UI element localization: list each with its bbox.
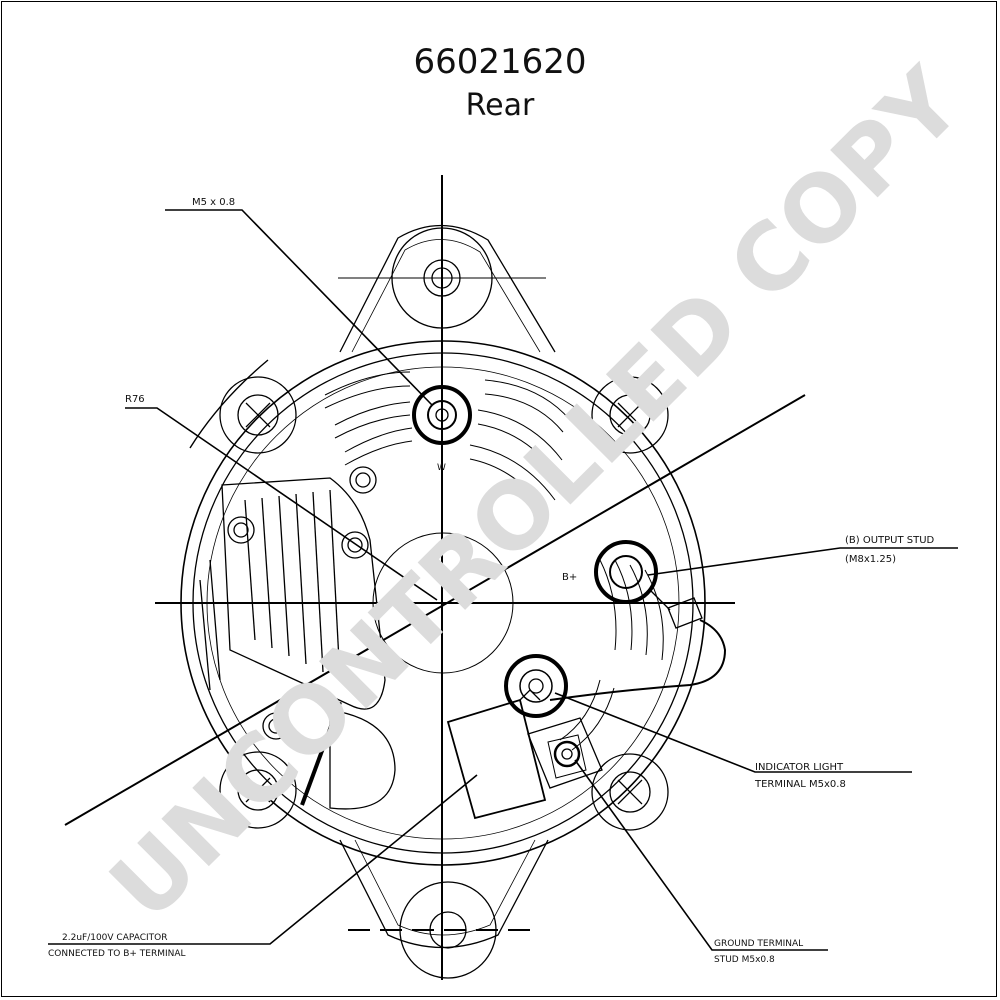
w-terminal-label: W (437, 463, 446, 473)
watermark: UNCONTROLLED COPY (90, 48, 983, 941)
indicator-light-terminal[interactable] (504, 654, 568, 718)
indicator-wire (549, 589, 727, 701)
capacitor-label: 2.2uF/100V CAPACITOR (62, 933, 168, 943)
mount-thread-label: M5 x 0.8 (192, 197, 235, 208)
output-stud-label: (B) OUTPUT STUD (845, 535, 935, 546)
indicator-terminal-label: INDICATOR LIGHT (755, 762, 844, 773)
capacitor-connection-label: CONNECTED TO B+ TERMINAL (48, 949, 186, 959)
part-number: 66021620 (413, 42, 587, 82)
mounting-lug-top-right (591, 376, 669, 454)
brush-holder (300, 701, 396, 810)
radius-label: R76 (125, 394, 145, 405)
leader-lines (48, 209, 958, 951)
ground-terminal-thread-label: STUD M5x0.8 (714, 955, 775, 965)
top-mounting-ear (339, 224, 556, 353)
radius-arc (189, 359, 269, 449)
center-lines (64, 175, 806, 980)
regulator-heatsink (199, 477, 386, 710)
mounting-lug-bottom-left (219, 751, 297, 829)
view-name: Rear (465, 88, 535, 123)
ground-terminal[interactable] (527, 717, 603, 789)
output-stud-thread-label: (M8x1.25) (845, 554, 896, 565)
regulator-screws (227, 466, 377, 740)
indicator-terminal-thread-label: TERMINAL M5x0.8 (754, 779, 846, 790)
ground-terminal-label: GROUND TERMINAL (714, 939, 803, 949)
b-plus-label: B+ (562, 572, 577, 583)
mounting-lug-bottom-right (591, 753, 669, 831)
mounting-lug-top-left (219, 376, 297, 454)
capacitor (446, 689, 547, 820)
